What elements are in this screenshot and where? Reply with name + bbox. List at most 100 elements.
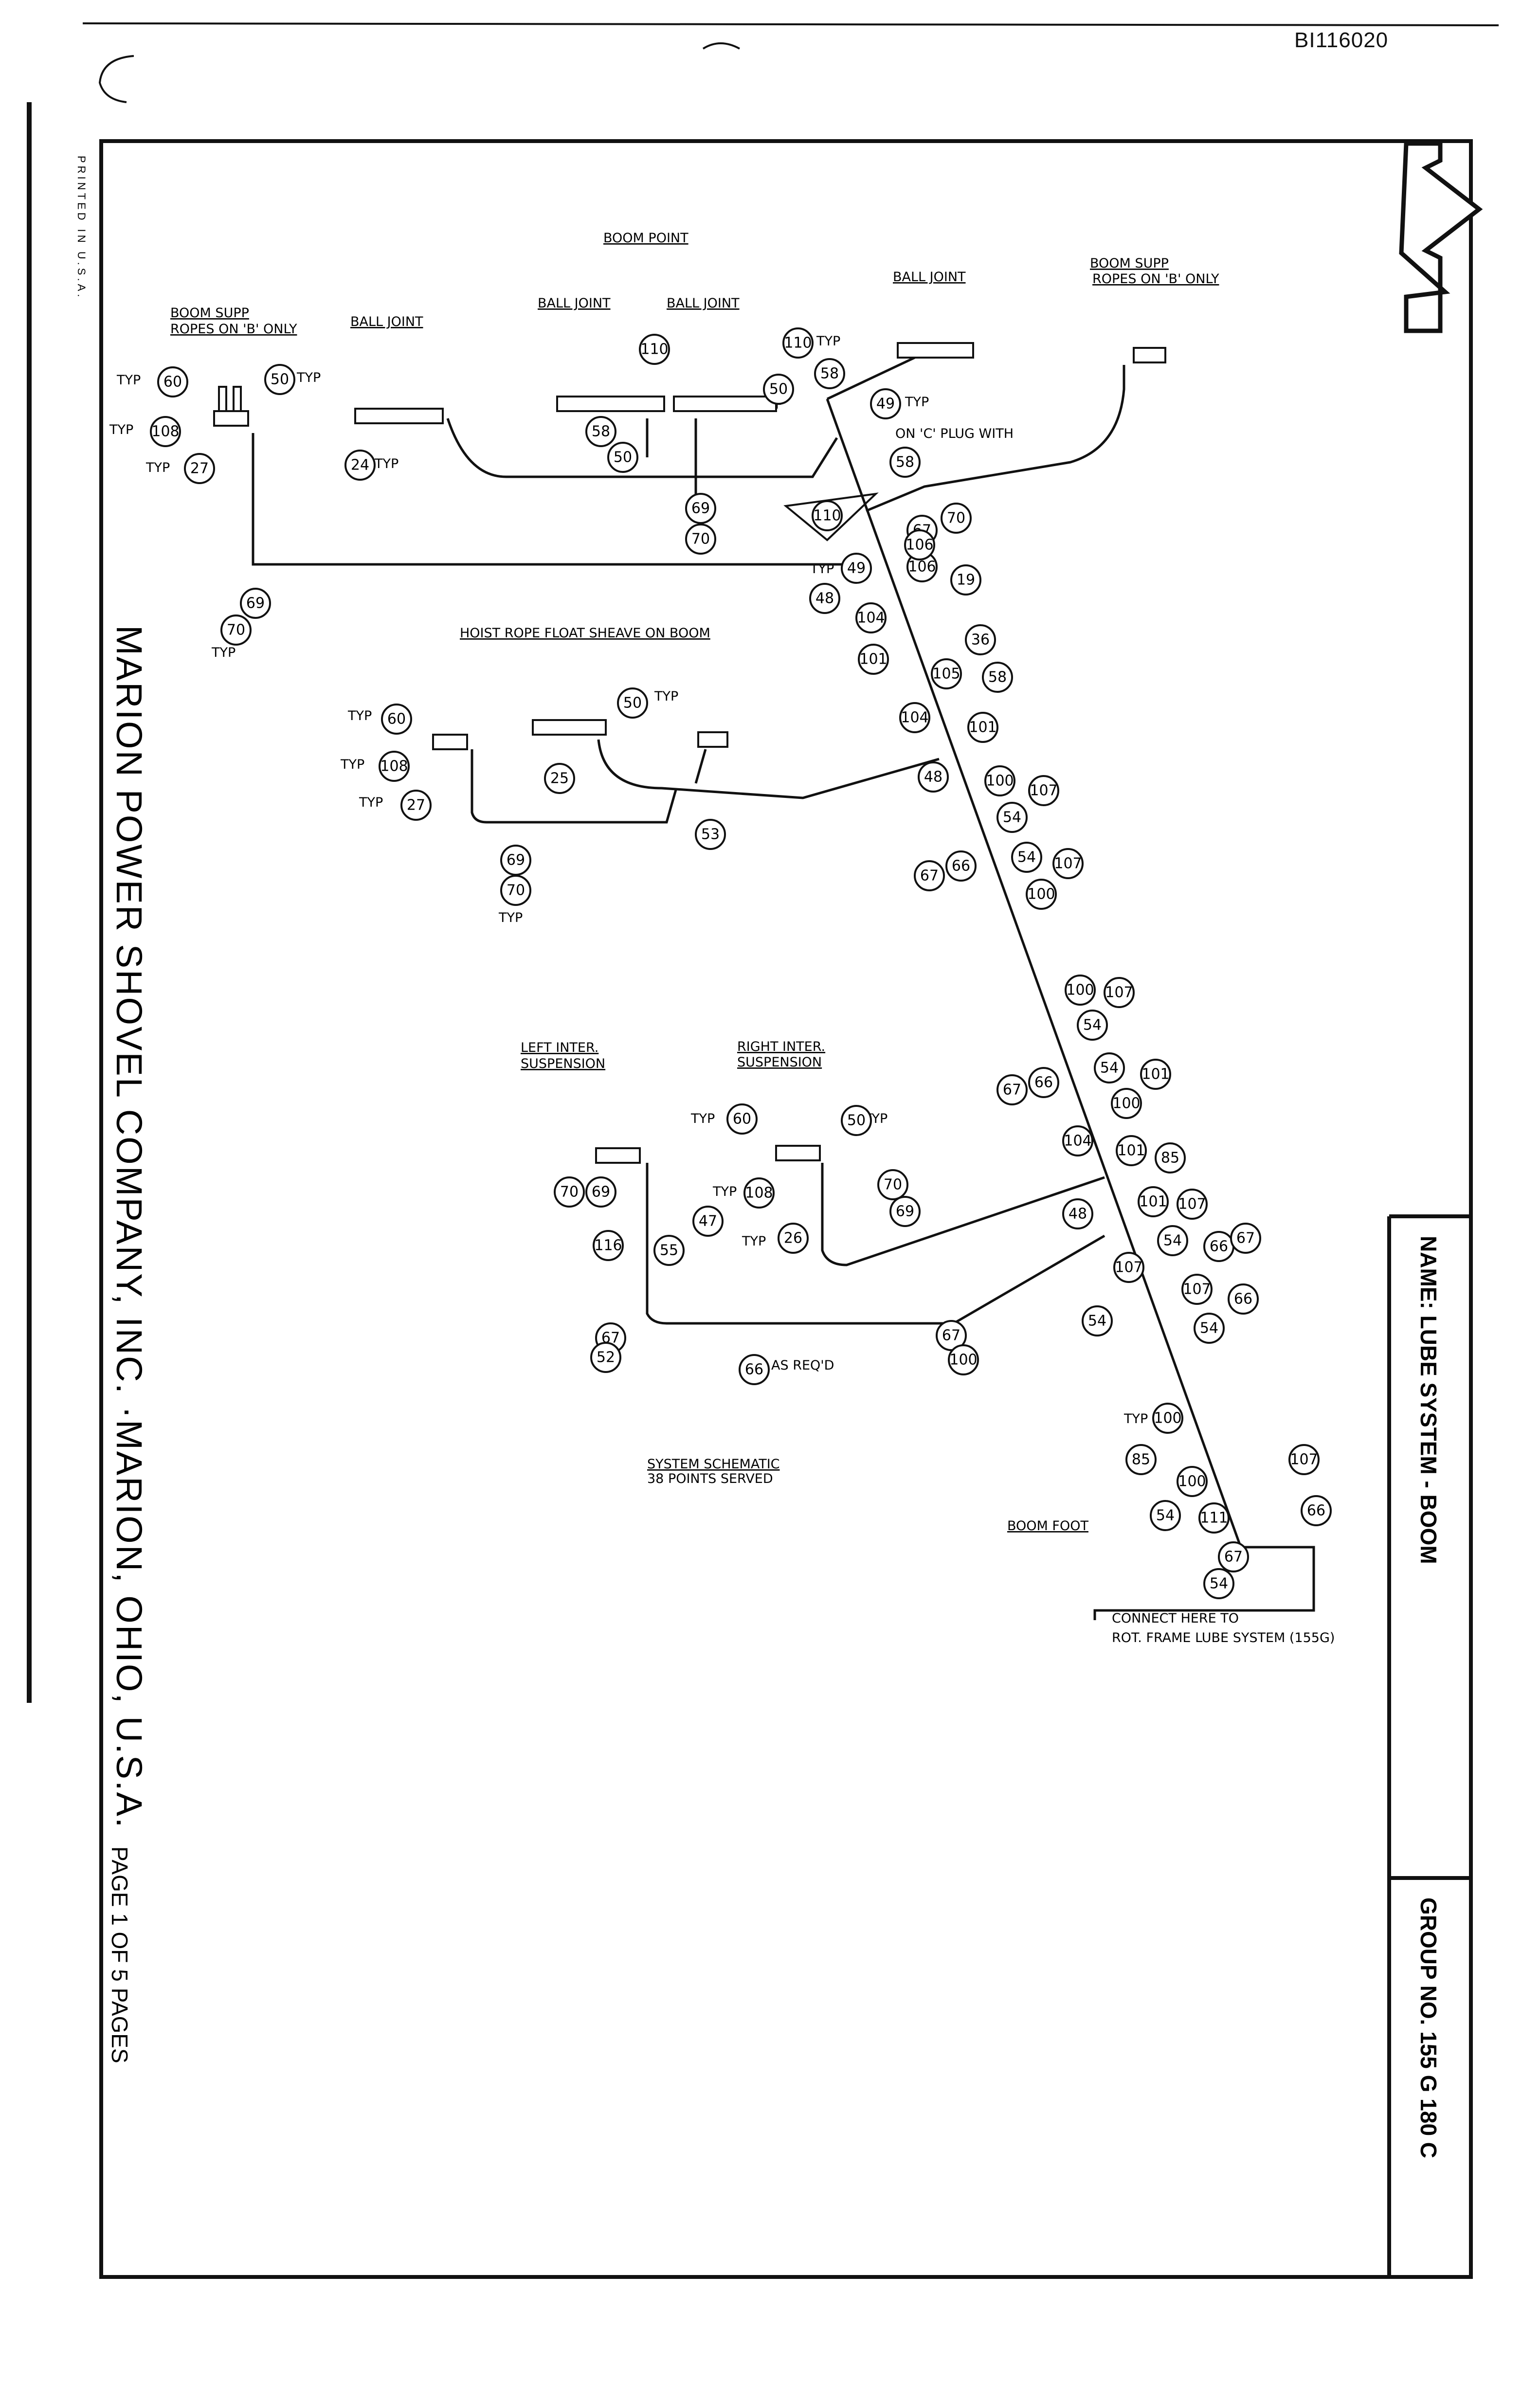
callout-circle bbox=[1082, 1305, 1113, 1336]
typ-label: TYP bbox=[347, 708, 372, 723]
callout-number: 85 bbox=[1132, 1451, 1150, 1468]
callout-circle bbox=[1052, 848, 1084, 879]
callout-circle bbox=[184, 453, 215, 484]
callout-circle bbox=[685, 493, 716, 524]
callout-bubble: 66 bbox=[739, 1354, 770, 1385]
callout-number: 105 bbox=[932, 666, 960, 683]
callout-bubble: 66 bbox=[1301, 1495, 1332, 1526]
callout-circle bbox=[1094, 1052, 1125, 1084]
callout-bubble: 110 bbox=[812, 500, 843, 531]
callout-number: 58 bbox=[988, 669, 1007, 686]
manifold-right-inter bbox=[775, 1145, 821, 1161]
callout-number: 101 bbox=[1139, 1193, 1167, 1210]
callout-circle bbox=[585, 1176, 616, 1208]
ball-joint-4-line bbox=[826, 356, 916, 400]
callout-bubble: 100 bbox=[1177, 1466, 1208, 1497]
callout-bubble: 104 bbox=[1062, 1125, 1093, 1156]
label-system-schematic: SYSTEM SCHEMATIC bbox=[647, 1457, 780, 1472]
callout-circle bbox=[914, 860, 945, 891]
label-hoist-rope: HOIST ROPE FLOAT SHEAVE ON BOOM bbox=[460, 626, 710, 641]
callout-number: 101 bbox=[859, 651, 887, 668]
callout-number: 54 bbox=[1100, 1060, 1119, 1077]
callout-number: 100 bbox=[949, 1352, 977, 1369]
callout-bubble: 54 bbox=[1094, 1052, 1125, 1084]
callout-bubble: 101 bbox=[858, 644, 889, 675]
callout-circle bbox=[841, 1105, 872, 1136]
callout-circle bbox=[945, 850, 977, 882]
callout-circle bbox=[240, 588, 271, 619]
callout-number: 67 bbox=[920, 867, 939, 885]
label-right-inter-2: SUSPENSION bbox=[737, 1055, 822, 1070]
callout-circle bbox=[590, 1342, 621, 1373]
callout-circle bbox=[1113, 1252, 1144, 1283]
callout-bubble: 67 bbox=[996, 1074, 1028, 1105]
typ-label: TYP bbox=[905, 395, 929, 410]
label-points-served: 38 POINTS SERVED bbox=[647, 1471, 773, 1486]
callout-number: 104 bbox=[857, 610, 885, 627]
callout-number: 58 bbox=[592, 423, 610, 440]
callout-circle bbox=[1150, 1500, 1181, 1531]
callout-number: 54 bbox=[1156, 1507, 1175, 1524]
callout-circle bbox=[726, 1103, 758, 1135]
callout-number: 50 bbox=[847, 1112, 866, 1129]
typ-label: TYP bbox=[712, 1184, 737, 1199]
callout-number: 69 bbox=[592, 1184, 610, 1201]
callout-bubble: 60 bbox=[157, 366, 188, 397]
callout-bubble: 66 bbox=[945, 850, 977, 882]
callout-circle bbox=[1116, 1135, 1147, 1166]
callout-bubble: 101 bbox=[967, 712, 998, 743]
callout-number: 27 bbox=[407, 797, 425, 814]
callout-number: 70 bbox=[884, 1176, 902, 1193]
callout-number: 66 bbox=[745, 1361, 763, 1378]
callout-circle bbox=[653, 1235, 685, 1266]
callout-bubble: 108 bbox=[150, 416, 181, 447]
callout-circle bbox=[899, 702, 930, 733]
callout-circle bbox=[870, 388, 901, 419]
right-supp-line bbox=[866, 365, 1125, 512]
callout-circle bbox=[1181, 1274, 1213, 1305]
callout-number: 66 bbox=[1034, 1074, 1053, 1091]
callout-bubble: 116 bbox=[593, 1230, 624, 1261]
callout-number: 110 bbox=[784, 335, 812, 352]
callout-bubble: 54 bbox=[1157, 1225, 1188, 1256]
callout-circle bbox=[1228, 1283, 1259, 1315]
callout-number: 101 bbox=[1141, 1066, 1169, 1083]
callout-number: 66 bbox=[1307, 1502, 1325, 1519]
callout-number: 49 bbox=[847, 560, 866, 577]
callout-number: 66 bbox=[952, 858, 970, 875]
callout-circle bbox=[500, 875, 531, 906]
callout-number: 116 bbox=[594, 1237, 622, 1254]
callout-bubble: 50 bbox=[841, 1105, 872, 1136]
callout-number: 54 bbox=[1017, 849, 1036, 866]
callout-number: 110 bbox=[813, 507, 841, 524]
label-left-inter-1: LEFT INTER. bbox=[521, 1040, 598, 1055]
callout-bubble: 24 bbox=[344, 450, 376, 481]
callout-bubble: 107 bbox=[1028, 775, 1059, 806]
typ-label: TYP bbox=[690, 1111, 715, 1126]
callout-bubble: 49 bbox=[841, 553, 872, 584]
callout-circle bbox=[1301, 1495, 1332, 1526]
callout-circle bbox=[855, 602, 887, 633]
callout-bubble: 54 bbox=[1011, 842, 1042, 873]
callout-bubble: 106 bbox=[904, 529, 935, 560]
callout-number: 100 bbox=[1027, 886, 1055, 903]
callout-bubble: 52 bbox=[590, 1342, 621, 1373]
callout-circle bbox=[593, 1230, 624, 1261]
label-on-c-plug: ON 'C' PLUG WITH bbox=[895, 426, 1014, 441]
callout-number: 66 bbox=[1234, 1291, 1252, 1308]
callout-circle bbox=[695, 819, 726, 850]
callout-bubble: 60 bbox=[726, 1103, 758, 1135]
callout-circle bbox=[996, 1074, 1028, 1105]
typ-label: TYP bbox=[340, 757, 364, 772]
manifold-ball-joint-1 bbox=[354, 408, 444, 424]
callout-circle bbox=[344, 450, 376, 481]
callout-circle bbox=[1140, 1059, 1171, 1090]
callout-number: 100 bbox=[1066, 982, 1094, 999]
callout-circle bbox=[904, 529, 935, 560]
callout-number: 70 bbox=[691, 531, 710, 548]
callout-bubble: 48 bbox=[1062, 1198, 1093, 1229]
callout-bubble: 70 bbox=[500, 875, 531, 906]
callout-number: 69 bbox=[691, 500, 710, 517]
callout-number: 54 bbox=[1200, 1320, 1218, 1337]
callout-circle bbox=[157, 366, 188, 397]
